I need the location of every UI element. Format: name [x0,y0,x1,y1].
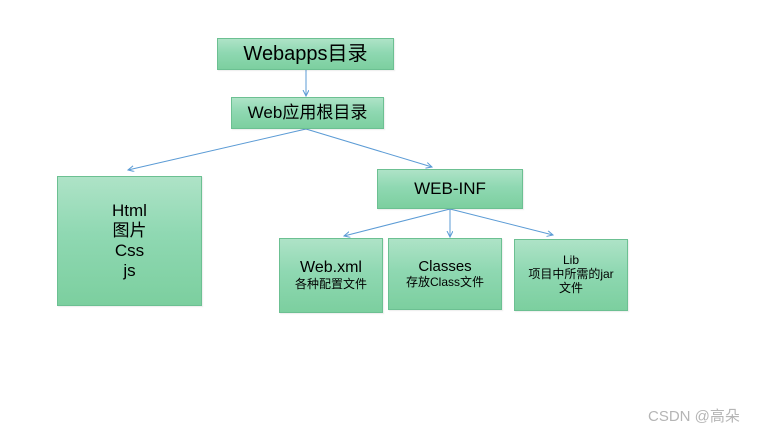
node-classes: Classes 存放Class文件 [388,238,502,310]
node-web-xml: Web.xml 各种配置文件 [279,238,383,313]
node-web-xml-desc: 各种配置文件 [294,276,367,291]
node-classes-title: Classes [418,258,472,276]
static-item-images: 图片 [112,221,147,240]
node-lib: Lib 项目中所需的jar 文件 [514,239,628,311]
connector-webinf-to-webxml [344,208,451,236]
node-lib-desc-line1: 项目中所需的jar [528,267,614,282]
node-webapps-label: Webapps目录 [243,42,368,65]
node-static-resources: Html 图片 Css js [57,176,202,306]
connector-root-to-webinf [305,128,432,167]
node-web-xml-title: Web.xml [300,259,362,277]
watermark-text: CSDN @高朵 [648,408,740,425]
connector-root-to-static [128,128,307,170]
node-app-root: Web应用根目录 [231,97,384,129]
static-item-js: js [123,261,136,280]
node-web-inf: WEB-INF [377,169,523,209]
static-item-html: Html [112,201,147,220]
connector-webinf-to-lib [449,208,553,235]
node-classes-desc: 存放Class文件 [405,274,484,289]
static-item-css: Css [114,241,145,260]
node-webapps: Webapps目录 [217,38,394,70]
node-lib-title: Lib [562,253,579,268]
node-web-inf-label: WEB-INF [414,179,486,199]
node-lib-desc-line2: 文件 [558,280,583,295]
node-app-root-label: Web应用根目录 [247,103,368,123]
